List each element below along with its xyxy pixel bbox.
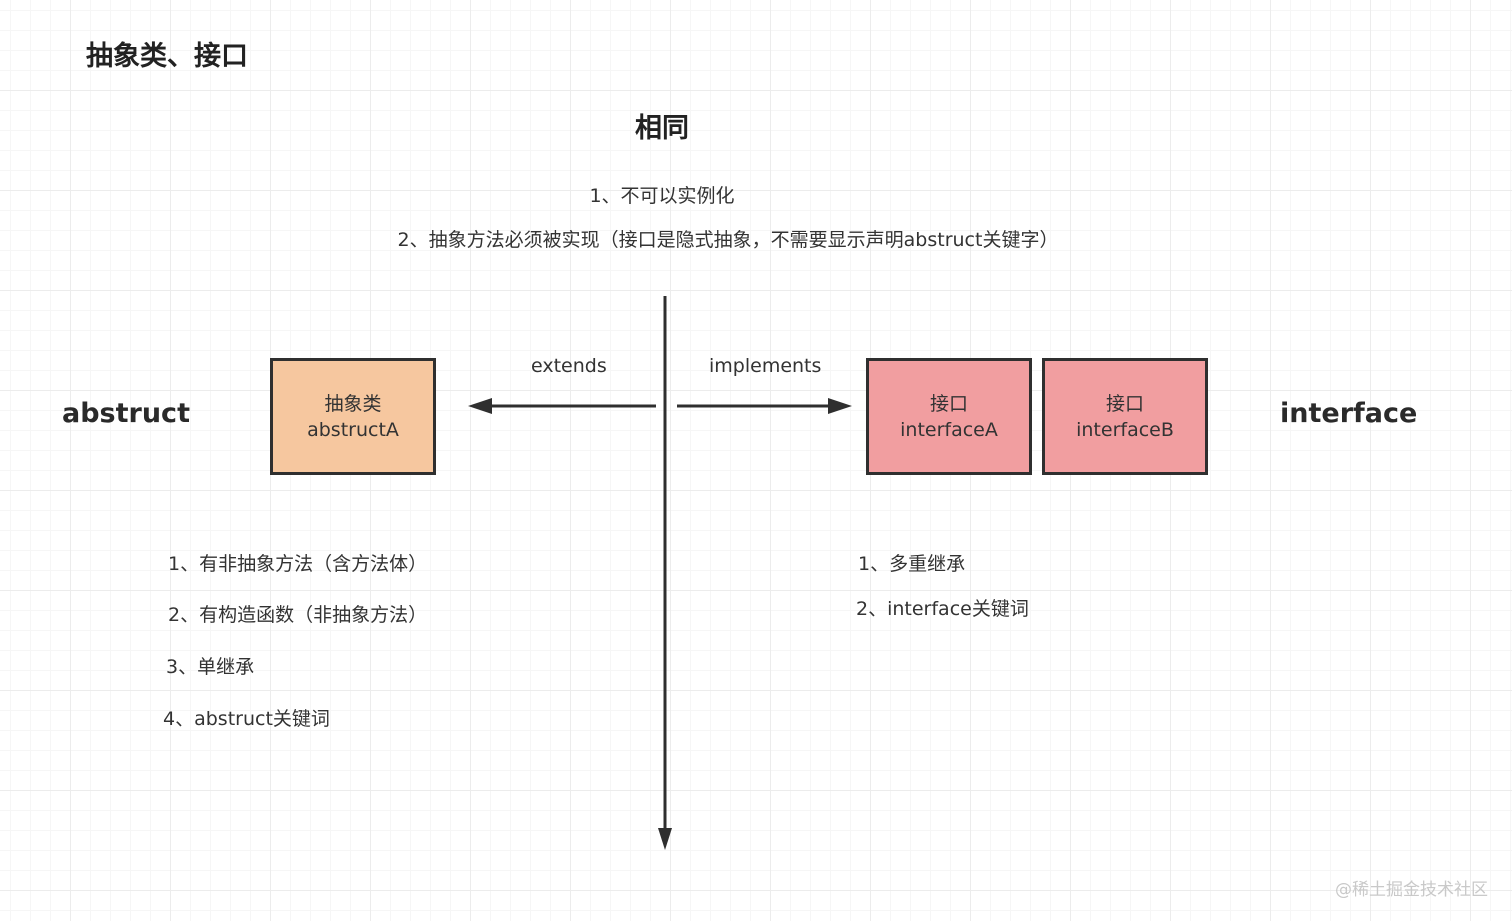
divider-arrowhead (658, 828, 672, 850)
page-title: 抽象类、接口 (86, 41, 248, 72)
abstract-feature-2: 2、有构造函数（非抽象方法） (168, 604, 428, 626)
extends-arrowhead (468, 398, 492, 414)
implements-label: implements (709, 355, 822, 377)
abstract-box-name: abstructA (307, 418, 399, 441)
watermark: @稀土掘金技术社区 (1335, 880, 1488, 900)
common-heading: 相同 (635, 113, 689, 144)
interface-feature-2: 2、interface关键词 (856, 598, 1029, 620)
common-item-1: 1、不可以实例化 (589, 185, 735, 207)
interface-side-label: interface (1280, 398, 1418, 429)
interface-a-title: 接口 (929, 392, 968, 415)
abstract-box-title: 抽象类 (324, 392, 382, 415)
abstract-feature-4: 4、abstruct关键词 (163, 708, 330, 730)
interface-a-box: 接口 interfaceA (866, 358, 1032, 475)
interface-b-title: 接口 (1105, 392, 1144, 415)
interface-b-box: 接口 interfaceB (1042, 358, 1208, 475)
abstract-class-box: 抽象类 abstructA (270, 358, 436, 475)
interface-feature-1: 1、多重继承 (858, 553, 966, 575)
common-item-2: 2、抽象方法必须被实现（接口是隐式抽象，不需要显示声明abstruct关键字） (397, 229, 1059, 251)
implements-arrowhead (828, 398, 852, 414)
abstruct-side-label: abstruct (62, 398, 190, 429)
interface-a-name: interfaceA (900, 418, 998, 441)
abstract-feature-3: 3、单继承 (166, 656, 255, 678)
interface-b-name: interfaceB (1076, 418, 1174, 441)
abstract-feature-1: 1、有非抽象方法（含方法体） (168, 553, 428, 575)
extends-label: extends (531, 355, 607, 377)
